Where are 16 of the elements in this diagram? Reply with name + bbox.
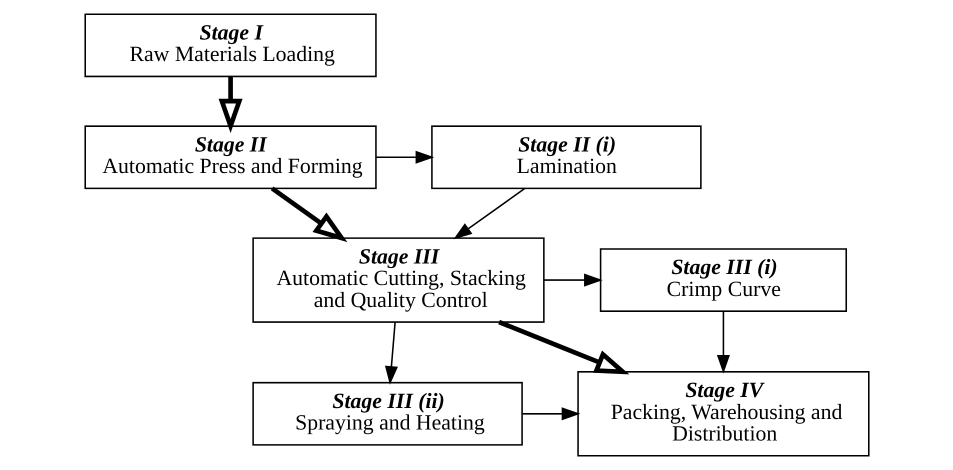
node-box: Stage IV Packing, Warehousing and Distribution bbox=[576, 371, 870, 457]
arrow bbox=[498, 320, 629, 374]
arrow bbox=[376, 150, 434, 164]
arrow bbox=[716, 311, 730, 374]
arrow bbox=[384, 322, 398, 385]
arrow bbox=[544, 274, 602, 287]
node-box: Stage II Automatic Press and Forming bbox=[84, 125, 376, 190]
node-box: Stage III (ii) Spraying and Heating bbox=[252, 382, 522, 446]
arrow bbox=[452, 188, 525, 240]
node-box: Stage III (i) Crimp Curve bbox=[599, 248, 847, 312]
node-box: Stage I Raw Materials Loading bbox=[84, 13, 376, 78]
node-box: Stage II (i) Lamination bbox=[430, 125, 702, 190]
arrow bbox=[270, 186, 347, 242]
arrow bbox=[522, 407, 580, 420]
arrow bbox=[218, 76, 242, 134]
node-box: Stage III Automatic Cutting, Stacking and Quality Control bbox=[252, 237, 544, 323]
